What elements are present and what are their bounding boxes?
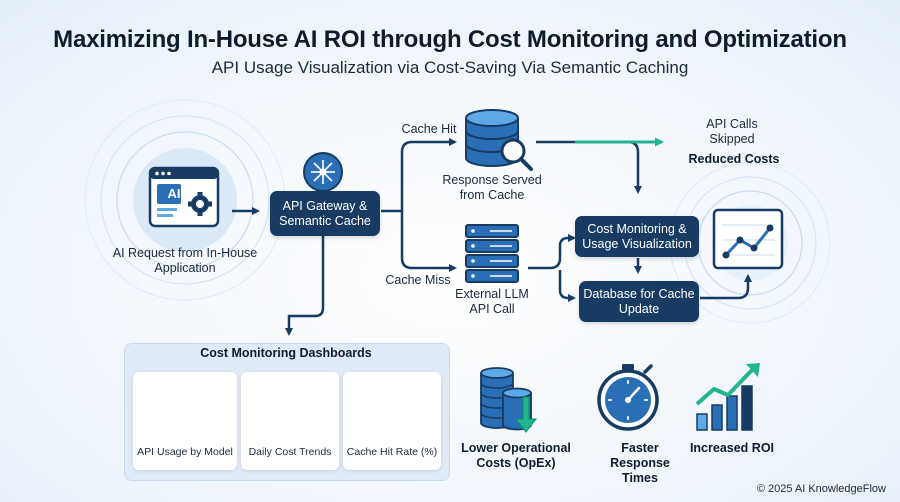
dashboards-title: Cost Monitoring Dashboards bbox=[200, 346, 372, 360]
benefit-response-label: Faster Response Times bbox=[610, 441, 670, 485]
ai-badge: AI bbox=[167, 186, 181, 201]
cache-hit-label: Cache Hit bbox=[401, 122, 457, 136]
reduced-costs-label: Reduced Costs bbox=[688, 152, 780, 166]
cache-to-monitoring-arrow bbox=[536, 140, 642, 194]
monitoring-label: Cost Monitoring & Usage Visualization bbox=[582, 221, 692, 251]
cache-card-label: Cache Hit Rate (%) bbox=[346, 446, 438, 458]
server-stack-icon bbox=[465, 224, 519, 283]
dashboard-card-cost bbox=[241, 372, 339, 470]
usage-card-label: API Usage by Model bbox=[137, 446, 233, 458]
cache-miss-label: Cache Miss bbox=[385, 273, 451, 287]
benefit-roi-label: Increased ROI bbox=[689, 441, 775, 455]
llm-to-monitoring-arrow bbox=[528, 234, 576, 270]
llm-label: External LLM API Call bbox=[455, 287, 529, 316]
request-label: AI Request from In-House Application bbox=[112, 246, 258, 275]
llm-to-database-arrow bbox=[558, 270, 576, 302]
database-label: Database for Cache Update bbox=[583, 286, 695, 316]
database-to-chart-arrow bbox=[700, 274, 752, 300]
stopwatch-icon bbox=[597, 364, 659, 431]
cache-miss-arrow bbox=[400, 211, 457, 272]
footer-copyright: © 2025 AI KnowledgeFlow bbox=[756, 483, 886, 495]
page-title: Maximizing In-House AI ROI through Cost … bbox=[53, 26, 847, 53]
cache-database-icon bbox=[465, 109, 533, 171]
database-update-box: Database for Cache Update bbox=[579, 281, 699, 322]
benefit-opex-label: Lower Operational Costs (OpEx) bbox=[461, 441, 571, 470]
network-hub-icon bbox=[303, 152, 343, 192]
dashboard-card-usage bbox=[133, 372, 237, 470]
trend-chart-icon bbox=[712, 208, 784, 270]
api-gateway-box: API Gateway & Semantic Cache bbox=[270, 191, 380, 236]
cost-monitoring-box: Cost Monitoring & Usage Visualization bbox=[575, 216, 699, 257]
flow-connectors bbox=[232, 138, 752, 336]
page-subtitle: API Usage Visualization via Cost-Saving … bbox=[211, 58, 689, 77]
ai-application-icon bbox=[148, 166, 220, 228]
gateway-label: API Gateway & Semantic Cache bbox=[279, 198, 371, 228]
cost-card-label: Daily Cost Trends bbox=[248, 446, 332, 458]
skipped-label: API Calls Skipped bbox=[706, 117, 758, 146]
growth-bars-icon bbox=[695, 363, 760, 431]
dashboard-card-cache bbox=[343, 372, 441, 470]
response-label: Response Served from Cache bbox=[442, 173, 542, 202]
coin-stack-down-icon bbox=[480, 367, 538, 433]
cache-hit-arrow bbox=[400, 138, 457, 211]
gateway-to-dashboards-arrow bbox=[285, 236, 325, 336]
